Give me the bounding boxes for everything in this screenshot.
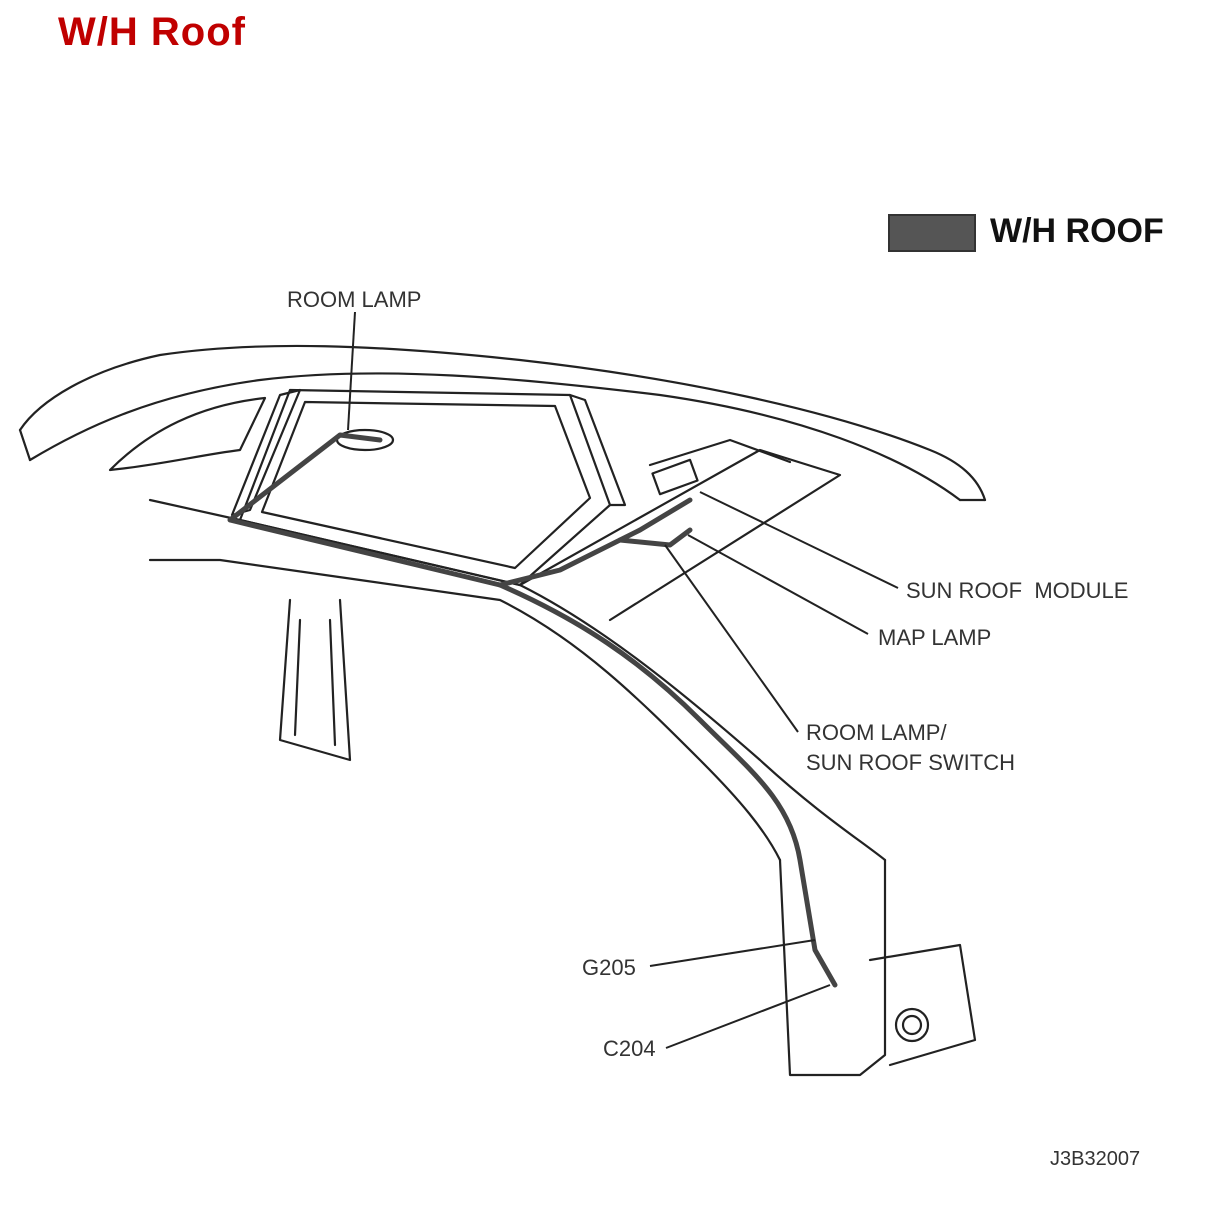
grommet — [894, 1007, 930, 1043]
roof-rail-edge — [18, 428, 32, 462]
front-header — [518, 448, 842, 622]
leader-map-lamp — [687, 534, 869, 635]
callout-g205: G205 — [582, 955, 636, 980]
b-pillar — [278, 598, 352, 762]
legend-swatch — [888, 214, 976, 252]
map-lamp-outline — [651, 458, 699, 496]
hinge-pillar — [778, 858, 887, 1077]
leader-room-lamp-switch — [664, 544, 799, 733]
roof-rail-inner — [28, 372, 962, 502]
front-crossmember — [568, 393, 627, 507]
harness-main — [227, 432, 838, 988]
leader-c204 — [665, 984, 831, 1049]
roof-rear-window — [108, 396, 267, 472]
harness-branch-front — [497, 497, 693, 588]
callout-sun-roof-module: SUN ROOF MODULE — [906, 578, 1129, 603]
page-title: W/H Roof — [58, 10, 246, 54]
callout-c204: C204 — [603, 1036, 656, 1061]
grommet-inner — [901, 1014, 923, 1036]
callout-room-lamp-sun-roof-switch: ROOM LAMP/ SUN ROOF SWITCH — [806, 720, 1015, 775]
sunroof-frame-inner — [260, 400, 592, 570]
legend-label: W/H ROOF — [990, 212, 1164, 250]
roof-outer-rail — [18, 344, 987, 502]
side-rail-upper — [148, 498, 887, 862]
callout-map-lamp: MAP LAMP — [878, 625, 992, 650]
kick-panel — [868, 943, 977, 1067]
leader-room-lamp — [347, 311, 356, 431]
figure-code: J3B32007 — [1050, 1148, 1141, 1170]
sunroof-frame — [238, 388, 612, 587]
windshield-header — [648, 438, 792, 467]
callout-room-lamp: ROOM LAMP — [287, 287, 422, 312]
leader-g205 — [649, 939, 816, 967]
leader-sun-roof-module — [699, 491, 899, 589]
side-rail-lower — [148, 558, 782, 862]
b-pillar-inner — [293, 618, 337, 747]
harness-branch-map — [617, 527, 693, 548]
rear-pillar — [230, 388, 302, 517]
